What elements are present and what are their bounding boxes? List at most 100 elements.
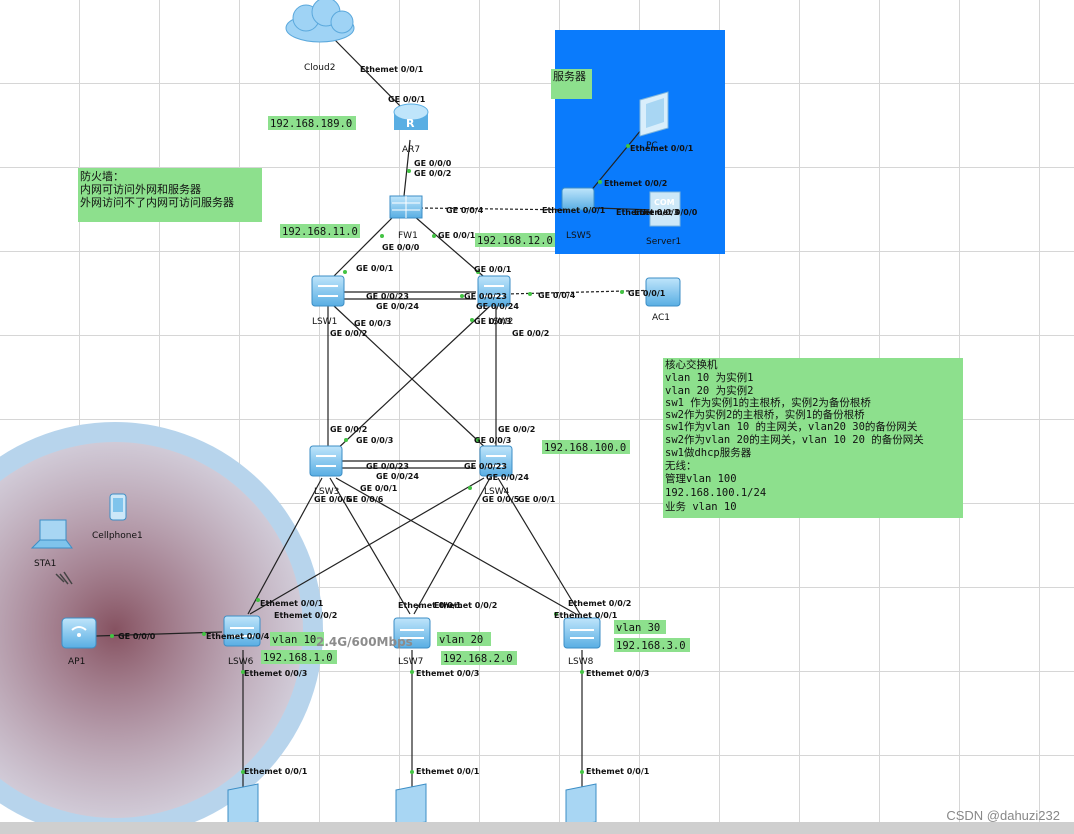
core-note-line-12: 业务 vlan 10 (665, 500, 737, 513)
lsw8-label: LSW8 (568, 657, 594, 667)
core-note-line-8: sw1做dhcp服务器 (665, 446, 752, 459)
port-dot (344, 438, 348, 442)
switch-icon (479, 445, 513, 477)
fw1-node[interactable]: FW1 (389, 195, 423, 241)
cellphone1-label: Cellphone1 (92, 531, 143, 541)
net-label-100: 192.168.100.0 (544, 442, 626, 454)
port-dot (410, 670, 414, 674)
server1-node[interactable]: COM Server1 (646, 191, 681, 247)
net-label-box (542, 440, 630, 454)
core-switch-note: 核心交换机 vlan 10 为实例1 vlan 20 为实例2 sw1 作为实例… (663, 358, 963, 518)
port-dot (241, 770, 245, 774)
port-dot (580, 770, 584, 774)
sta1-node[interactable]: STA1 (30, 519, 73, 585)
lsw3-label: LSW3 (314, 487, 339, 497)
core-note-line-10: 管理vlan 100 (665, 472, 737, 485)
access-point-icon (61, 617, 97, 649)
port-label: Ethemet 0/0/4 (206, 632, 270, 641)
lsw7-node[interactable]: LSW7 (393, 617, 431, 667)
lsw6-node[interactable]: LSW6 (223, 615, 261, 667)
core-note-line-1: 核心交换机 (665, 358, 718, 371)
server-pc-label: PC (646, 141, 658, 151)
port-dot (580, 670, 584, 674)
lsw2-node[interactable]: LSW2 (477, 275, 513, 327)
link-fw1-lsw5 (419, 207, 579, 211)
cellphone1-node[interactable]: Cellphone1 (92, 493, 143, 541)
port-label: Ethemet 0/0/1 (554, 611, 618, 620)
lsw4-label: LSW4 (484, 487, 510, 497)
lsw5-node[interactable]: LSW5 (561, 187, 595, 241)
net-label-box (261, 650, 337, 664)
router-icon: R (393, 103, 429, 130)
port-label: GE 0/0/1 (438, 231, 476, 240)
port-label: Ethemet 0/0/3 (244, 669, 307, 678)
link-lsw5-server (595, 207, 657, 211)
server-pc-node[interactable]: PC (639, 91, 669, 151)
port-dot (460, 294, 464, 298)
link-lsw4-lsw6 (249, 477, 485, 615)
fw1-label: FW1 (398, 231, 418, 241)
switch-icon (393, 617, 431, 649)
port-label: GE 0/0/23 (366, 462, 409, 471)
port-label: Ethemet 0/0/3 (586, 669, 649, 678)
port-label: GE 0/0/24 (376, 472, 419, 481)
port-label: GE 0/0/23 (464, 462, 507, 471)
link-lsw3-lsw8 (335, 477, 577, 615)
lsw8-node[interactable]: LSW8 (563, 617, 601, 667)
firewall-note-line-3: 外网访问不了内网可访问服务器 (80, 195, 234, 209)
pc-icon (227, 783, 259, 827)
ap1-label: AP1 (68, 657, 85, 667)
net-label-box (280, 224, 360, 238)
port-dot (407, 169, 411, 173)
svg-text:R: R (406, 117, 415, 130)
ac1-label: AC1 (652, 313, 670, 323)
link-lsw4-lsw8 (497, 477, 581, 615)
lsw3-node[interactable]: LSW3 (309, 445, 343, 497)
port-label: Ethemet 0/0/2 (604, 179, 667, 188)
switch-icon (309, 445, 343, 477)
port-label: GE 0/0/2 (414, 169, 451, 178)
pc-node-lsw7[interactable] (395, 783, 427, 827)
ar7-label: AR7 (402, 145, 420, 155)
core-note-line-6: sw1作为vlan 10 的主网关，vlan20 30的备份网关 (665, 420, 918, 433)
signal-icon (55, 571, 73, 585)
port-label: Ethemet 0/0/1 (630, 144, 694, 153)
core-note-box (663, 358, 963, 518)
link-ap1-lsw6 (95, 631, 223, 637)
port-label: Ethemet 0/0/1 (360, 65, 424, 74)
port-label: GE 0/0/5 (482, 495, 520, 504)
port-label: GE 0/0/23 (366, 292, 409, 301)
cloud-icon (285, 0, 355, 43)
lsw4-node[interactable]: LSW4 (479, 445, 513, 497)
port-label: Ethemet 0/0/2 (434, 601, 497, 610)
server-area-label-box (551, 69, 592, 99)
port-dot (241, 670, 245, 674)
pc-node-lsw8[interactable] (565, 783, 597, 827)
vlan-label-box (437, 632, 491, 646)
port-label: Ethemet 0/0/1 (260, 599, 324, 608)
lsw1-node[interactable]: LSW1 (311, 275, 345, 327)
port-label: GE 0/0/1 (360, 484, 398, 493)
port-label: GE 0/0/24 (376, 302, 419, 311)
port-label: Ethemet 0/0/3 (616, 208, 679, 217)
cloud2-node[interactable]: Cloud2 (285, 0, 355, 73)
vlan20-label: vlan 20 (439, 634, 483, 646)
port-label: GE 0/0/24 (476, 302, 519, 311)
port-label: GE 0/0/2 (498, 425, 535, 434)
pc-node-lsw6[interactable] (227, 783, 259, 827)
ap1-node[interactable]: AP1 (61, 617, 97, 667)
ar7-node[interactable]: R AR7 (393, 103, 429, 155)
ac1-node[interactable]: AC1 (645, 277, 681, 323)
firewall-note-line-1: 防火墙： (80, 169, 124, 183)
net-label-12: 192.168.12.0 (477, 235, 553, 247)
link-lsw2-lsw3 (333, 305, 491, 453)
server-icon: COM (649, 191, 681, 227)
link-ar7-fw1 (403, 139, 411, 197)
firewall-note: 防火墙： 内网可访问外网和服务器 外网访问不了内网可访问服务器 (78, 168, 262, 222)
port-dot (528, 292, 532, 296)
port-dot (476, 438, 480, 442)
server-logo-text: COM (654, 198, 675, 207)
port-dot (110, 634, 114, 638)
horizontal-scrollbar[interactable] (0, 822, 1074, 834)
